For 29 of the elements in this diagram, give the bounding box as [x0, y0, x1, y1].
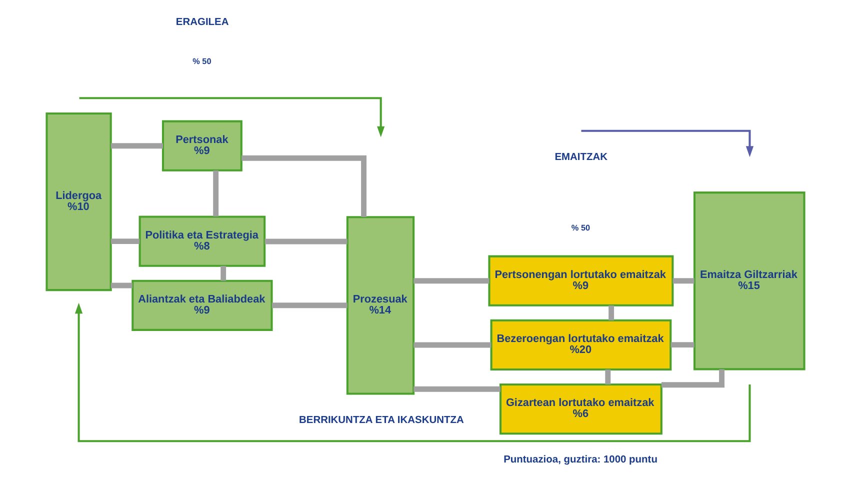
connector	[213, 170, 219, 216]
connector	[605, 370, 611, 384]
connector	[110, 238, 140, 244]
connector	[414, 386, 500, 392]
connector	[608, 305, 614, 320]
node-box: Lidergoa %10	[46, 112, 112, 292]
connector	[242, 155, 367, 217]
node-box: Prozesuak %14	[346, 216, 415, 395]
connector	[110, 282, 132, 288]
connector	[414, 278, 490, 284]
connector	[220, 266, 226, 281]
label: EMAITZAK	[554, 152, 608, 163]
node-box: Emaitza Giltzarriak %15	[693, 192, 806, 370]
connector	[670, 342, 694, 348]
node-box: Gizartean lortutako emaitzak %6	[499, 383, 662, 435]
connector	[110, 143, 163, 149]
label: ERAGILEA	[176, 16, 229, 28]
label: Puntuazioa, guztira: 1000 puntu	[504, 454, 658, 466]
connector	[272, 302, 348, 308]
connector	[414, 342, 492, 348]
node-box: Aliantzak eta Baliabdeak %9	[132, 280, 273, 331]
node-box: Pertsonengan lortutako emaitzak %9	[488, 255, 674, 306]
connector	[672, 278, 694, 284]
node-box: Bezeroengan lortutako emaitzak %20	[490, 319, 672, 371]
connector	[264, 238, 348, 244]
connector	[661, 369, 724, 388]
node-box: Politika eta Estrategia %8	[138, 216, 266, 267]
label: BERRIKUNTZA ETA IKASKUNTZA	[299, 415, 464, 426]
node-box: Pertsonak %9	[162, 120, 242, 172]
